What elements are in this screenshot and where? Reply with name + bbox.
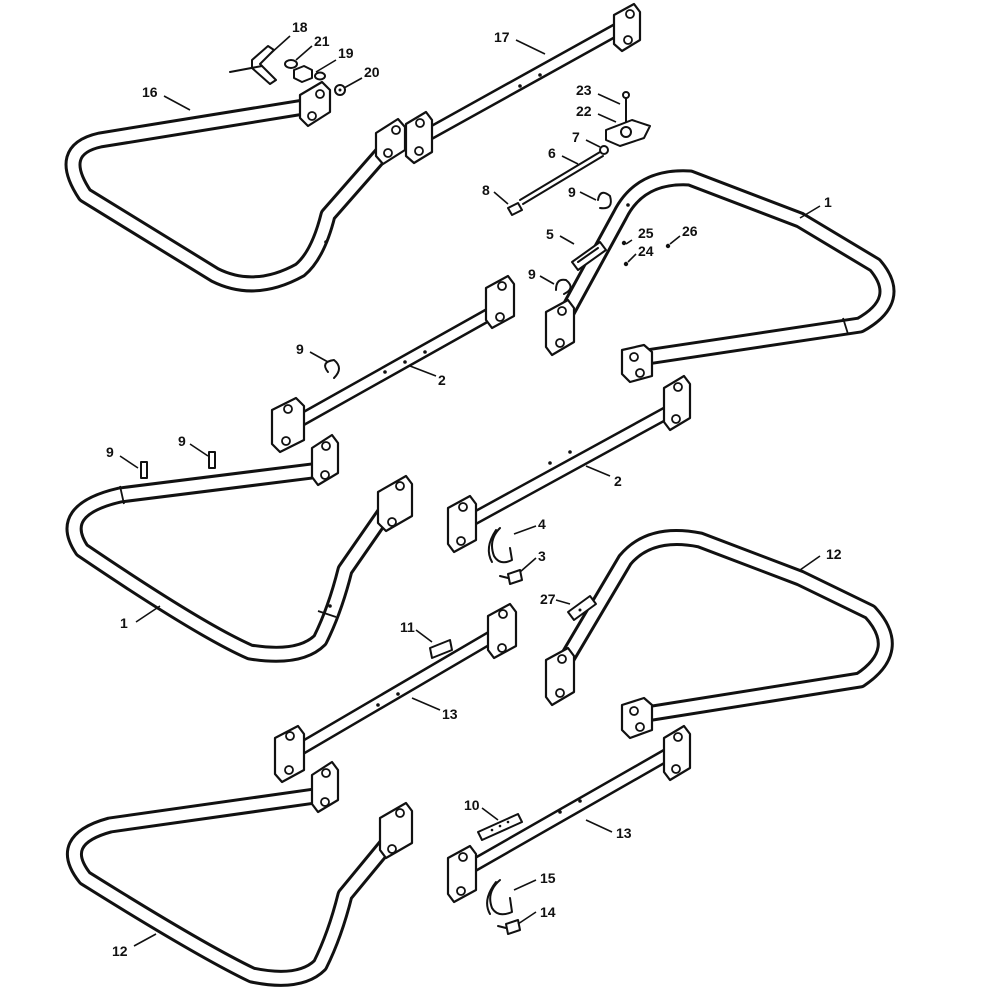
- callout-25: 25: [638, 225, 654, 241]
- decal-part-5: [571, 241, 607, 271]
- callout-2-b: 2: [614, 473, 622, 489]
- callout-8: 8: [482, 182, 490, 198]
- clip-part-9-lower-right: [555, 278, 572, 295]
- rivet-part-26: [665, 243, 671, 249]
- clip-part-9-upper-right: [597, 191, 612, 210]
- crossbar-part-13-upper: [273, 602, 518, 784]
- callout-27: 27: [540, 591, 556, 607]
- rivet-part-25: [621, 240, 627, 246]
- clip-part-7: [599, 145, 609, 155]
- callout-18: 18: [292, 19, 308, 35]
- bolt-part-3: [499, 569, 523, 585]
- callout-13-a: 13: [442, 706, 458, 722]
- callout-6: 6: [548, 145, 556, 161]
- callout-26: 26: [682, 223, 698, 239]
- callout-19: 19: [338, 45, 354, 61]
- nut-part-19: [293, 65, 326, 83]
- clamp-part-22: [605, 119, 651, 147]
- hoop-part-12-right: [544, 529, 894, 740]
- callout-16: 16: [142, 84, 158, 100]
- callout-24: 24: [638, 243, 654, 259]
- clip-part-9-left-b: [208, 451, 216, 469]
- u-bracket-part-15: [486, 879, 513, 916]
- leader-lines: [119, 35, 821, 947]
- decal-part-27: [567, 595, 597, 621]
- callout-5: 5: [546, 226, 554, 242]
- crossbar-part-13-lower: [446, 724, 692, 904]
- callout-9-d: 9: [106, 444, 114, 460]
- callout-12-b: 12: [112, 943, 128, 959]
- clip-part-9-left-a: [140, 461, 148, 479]
- callout-13-b: 13: [616, 825, 632, 841]
- rivet-part-24: [623, 261, 629, 267]
- callout-22: 22: [576, 103, 592, 119]
- washer-part-21: [284, 59, 298, 69]
- callout-9-a: 9: [568, 184, 576, 200]
- cable-part-6: [519, 151, 604, 205]
- callout-14: 14: [540, 904, 556, 920]
- nut-part-20: [334, 84, 346, 96]
- hoop-part-1-left: [65, 433, 414, 663]
- decal-part-10: [477, 813, 523, 841]
- clip-part-9-bar2: [324, 359, 340, 379]
- pin-part-18: [229, 45, 277, 85]
- crossbar-part-2-lower: [446, 374, 692, 554]
- callout-17: 17: [494, 29, 510, 45]
- callout-11: 11: [400, 619, 415, 635]
- callout-7: 7: [572, 129, 580, 145]
- callout-23: 23: [576, 82, 592, 98]
- callout-1-b: 1: [120, 615, 128, 631]
- bolt-part-23: [622, 91, 630, 126]
- callout-20: 20: [364, 64, 380, 80]
- crossbar-part-2-upper: [270, 274, 516, 454]
- callout-10: 10: [464, 797, 480, 813]
- callout-1-a: 1: [824, 194, 832, 210]
- u-bracket-part-4: [487, 527, 513, 564]
- callout-12-a: 12: [826, 546, 842, 562]
- callout-15: 15: [540, 870, 556, 886]
- callout-2-a: 2: [438, 372, 446, 388]
- hoop-part-1-right: [544, 169, 896, 384]
- bolt-part-14: [497, 919, 521, 935]
- decal-part-11: [429, 639, 453, 659]
- spring-part-8: [507, 202, 523, 216]
- callout-4: 4: [538, 516, 546, 532]
- hoop-part-16: [64, 80, 407, 293]
- callout-9-b: 9: [528, 266, 536, 282]
- crossbar-part-17: [404, 2, 642, 165]
- callout-9-c: 9: [296, 341, 304, 357]
- callout-3: 3: [538, 548, 546, 564]
- hoop-part-12-left: [66, 760, 414, 987]
- callout-9-e: 9: [178, 433, 186, 449]
- callout-labels: 18 21 19 20 16 17 23 22 7 6 8 9 5 25 24 …: [106, 19, 842, 959]
- callout-21: 21: [314, 33, 330, 49]
